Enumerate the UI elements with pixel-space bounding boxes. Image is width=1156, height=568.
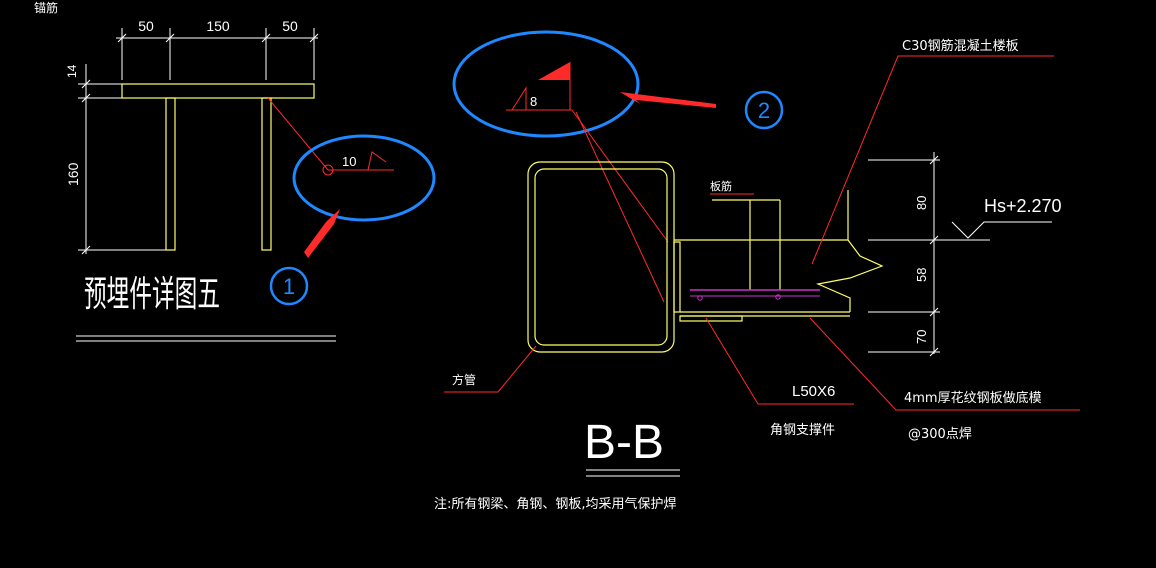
label-plate: 4mm厚花纹钢板做底模 [904,390,1042,406]
red-arrow-2 [620,92,716,108]
dim-right-2: 58 [914,268,929,282]
section-bb: 8 2 [434,30,1080,512]
section-title: B-B [584,416,664,469]
dim-top-1: 50 [138,18,154,34]
callout-ellipse-2 [452,30,640,138]
label-rebar: 板筋 [710,179,732,193]
label-tube: 方管 [452,372,476,387]
rebar [712,199,781,290]
dim-side-large: 160 [65,162,81,186]
top-left-label: 锚筋 [34,0,58,15]
square-tube [527,161,675,353]
weld-symbol-right [506,62,669,303]
callout-circle-2 [744,90,784,130]
weld-symbol-left [267,97,394,176]
top-dimension-line [116,28,319,80]
label-angle: L50X6 [792,383,835,400]
callout-number-1: 1 [283,274,295,299]
floor-plate [690,289,820,301]
weld-size-left: 10 [342,154,356,169]
callout-circle-1 [269,266,309,306]
slab-section [673,190,884,322]
callout-number-2: 2 [758,98,770,123]
detail-title: 预埋件详图五 [84,274,220,315]
embedded-plate-outline [121,83,315,251]
side-dimension-line [78,64,166,255]
right-dimension-line [868,152,990,357]
dim-side-small: 14 [65,64,79,78]
red-arrow-1 [304,209,340,258]
weld-size-right: 8 [530,94,537,109]
label-angle-desc: 角钢支撑件 [770,423,835,438]
dim-right-3: 70 [914,330,929,344]
leader-lines [444,55,1080,411]
callout-ellipse-1 [292,134,436,222]
dim-right-1: 80 [914,196,929,210]
elevation-mark [951,221,1052,239]
dim-top-2: 150 [206,18,230,34]
general-note: 注:所有钢梁、角钢、钢板,均采用气保护焊 [434,496,677,512]
embedded-part-detail: 锚筋 50 150 50 14 160 [34,0,436,342]
label-slab: C30钢筋混凝土楼板 [902,38,1019,54]
elevation-label: Hs+2.270 [984,196,1062,216]
label-spot-weld: @300点焊 [908,426,972,442]
dim-top-3: 50 [282,18,298,34]
